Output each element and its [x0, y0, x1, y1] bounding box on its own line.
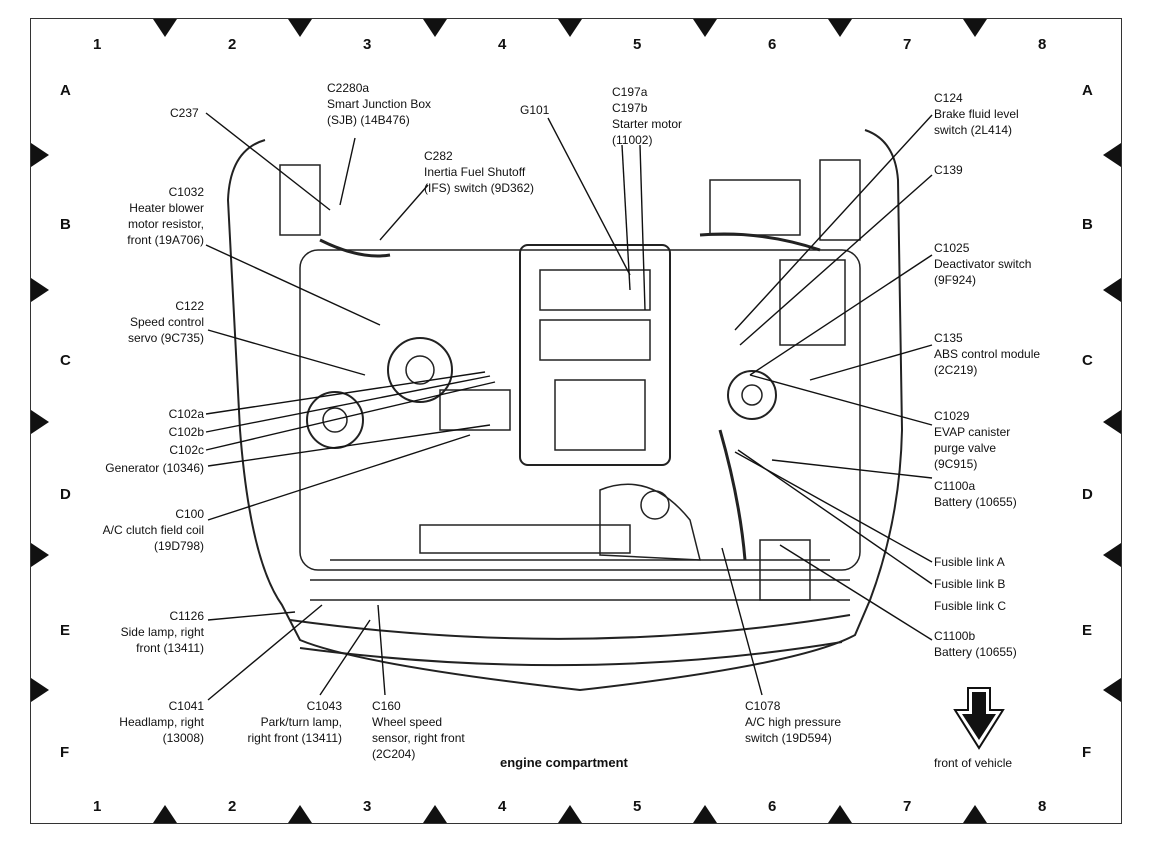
left-tick-5	[31, 678, 49, 702]
callout-c1025: C1025 Deactivator switch (9F924)	[934, 241, 1032, 287]
callout-g101: G101	[520, 103, 550, 117]
right-tick-1	[1103, 143, 1121, 167]
bottom-tick-5	[693, 805, 717, 823]
bottom-tick-4	[558, 805, 582, 823]
left-tick-3	[31, 410, 49, 434]
grid-row-C-right: C	[1082, 352, 1093, 369]
callout-c2280a: C2280a Smart Junction Box (SJB) (14B476)	[327, 81, 432, 127]
grid-column-4-top: 4	[498, 36, 507, 53]
bottom-tick-2	[288, 805, 312, 823]
callout-c1126: C1126 Side lamp, right front (13411)	[120, 609, 204, 655]
grid-column-7-bottom: 7	[903, 798, 912, 815]
grid-column-3-top: 3	[363, 36, 372, 53]
grid-column-8-top: 8	[1038, 36, 1047, 53]
callout-c122: C122 Speed control servo (9C735)	[127, 299, 204, 345]
top-tick-3	[423, 19, 447, 37]
grid-column-8-bottom: 8	[1038, 798, 1047, 815]
right-tick-2	[1103, 278, 1121, 302]
bottom-tick-6	[828, 805, 852, 823]
right-tick-3	[1103, 410, 1121, 434]
grid-column-5-top: 5	[633, 36, 642, 53]
callout-c1100a: C1100a Battery (10655)	[934, 479, 1017, 509]
callout-c102c: C102c	[169, 443, 204, 457]
front-arrow-icon	[953, 687, 1005, 750]
callout-c1041: C1041 Headlamp, right (13008)	[119, 699, 204, 745]
callout-c1043: C1043 Park/turn lamp, right front (13411…	[247, 699, 343, 745]
callout-c139: C139	[934, 163, 963, 177]
callout-c1032: C1032 Heater blower motor resistor, fron…	[127, 185, 204, 247]
callout-leader-lines	[205, 112, 933, 701]
left-tick-4	[31, 543, 49, 567]
grid-row-D-right: D	[1082, 486, 1093, 503]
grid-row-A-left: A	[60, 82, 71, 99]
grid-row-F-right: F	[1082, 744, 1092, 761]
bottom-tick-7	[963, 805, 987, 823]
top-tick-5	[693, 19, 717, 37]
top-tick-1	[153, 19, 177, 37]
grid-row-E-right: E	[1082, 622, 1093, 639]
callout-c197: C197a C197b Starter motor (11002)	[612, 85, 683, 147]
grid-column-5-bottom: 5	[633, 798, 642, 815]
grid-row-B-right: B	[1082, 216, 1093, 233]
callout-fusible-link-b: Fusible link B	[934, 577, 1006, 591]
diagram-frame	[30, 18, 1122, 824]
grid-row-B-left: B	[60, 216, 71, 233]
callout-c135: C135 ABS control module (2C219)	[934, 331, 1041, 377]
grid-row-E-left: E	[60, 622, 71, 639]
grid-row-D-left: D	[60, 486, 71, 503]
grid-column-7-top: 7	[903, 36, 912, 53]
callout-c237: C237	[170, 106, 199, 120]
callout-c124: C124 Brake fluid level switch (2L414)	[934, 91, 1019, 137]
left-tick-2	[31, 278, 49, 302]
engine-bay-illustration	[226, 129, 904, 692]
diagram-caption: engine compartment	[500, 755, 628, 770]
front-of-vehicle-label: front of vehicle	[934, 756, 1013, 770]
grid-column-4-bottom: 4	[498, 798, 507, 815]
grid-column-6-bottom: 6	[768, 798, 777, 815]
grid-row-A-right: A	[1082, 82, 1093, 99]
right-tick-5	[1103, 678, 1121, 702]
top-tick-6	[828, 19, 852, 37]
grid-column-2-top: 2	[228, 36, 237, 53]
callout-c1100b: C1100b Battery (10655)	[934, 629, 1017, 659]
callout-fusible-link-a: Fusible link A	[934, 555, 1005, 569]
callout-generator: Generator (10346)	[105, 461, 204, 475]
left-tick-1	[31, 143, 49, 167]
callout-c102a: C102a	[168, 407, 204, 421]
callout-c1029: C1029 EVAP canister purge valve (9C915)	[934, 409, 1011, 471]
callout-c1078: C1078 A/C high pressure switch (19D594)	[745, 699, 842, 745]
callout-c160: C160 Wheel speed sensor, right front (2C…	[372, 699, 465, 761]
grid-column-3-bottom: 3	[363, 798, 372, 815]
top-tick-4	[558, 19, 582, 37]
grid-column-6-top: 6	[768, 36, 777, 53]
callout-c282: C282 Inertia Fuel Shutoff (IFS) switch (…	[424, 149, 535, 195]
bottom-tick-1	[153, 805, 177, 823]
border-tick-marks	[31, 19, 1121, 823]
right-tick-4	[1103, 543, 1121, 567]
grid-column-1-top: 1	[93, 36, 102, 53]
top-tick-7	[963, 19, 987, 37]
callout-c102b: C102b	[168, 425, 204, 439]
grid-column-1-bottom: 1	[93, 798, 102, 815]
grid-row-C-left: C	[60, 352, 71, 369]
callout-c100: C100 A/C clutch field coil (19D798)	[102, 507, 204, 553]
grid-row-F-left: F	[60, 744, 70, 761]
grid-column-2-bottom: 2	[228, 798, 237, 815]
callout-fusible-link-c: Fusible link C	[934, 599, 1007, 613]
bottom-tick-3	[423, 805, 447, 823]
top-tick-2	[288, 19, 312, 37]
